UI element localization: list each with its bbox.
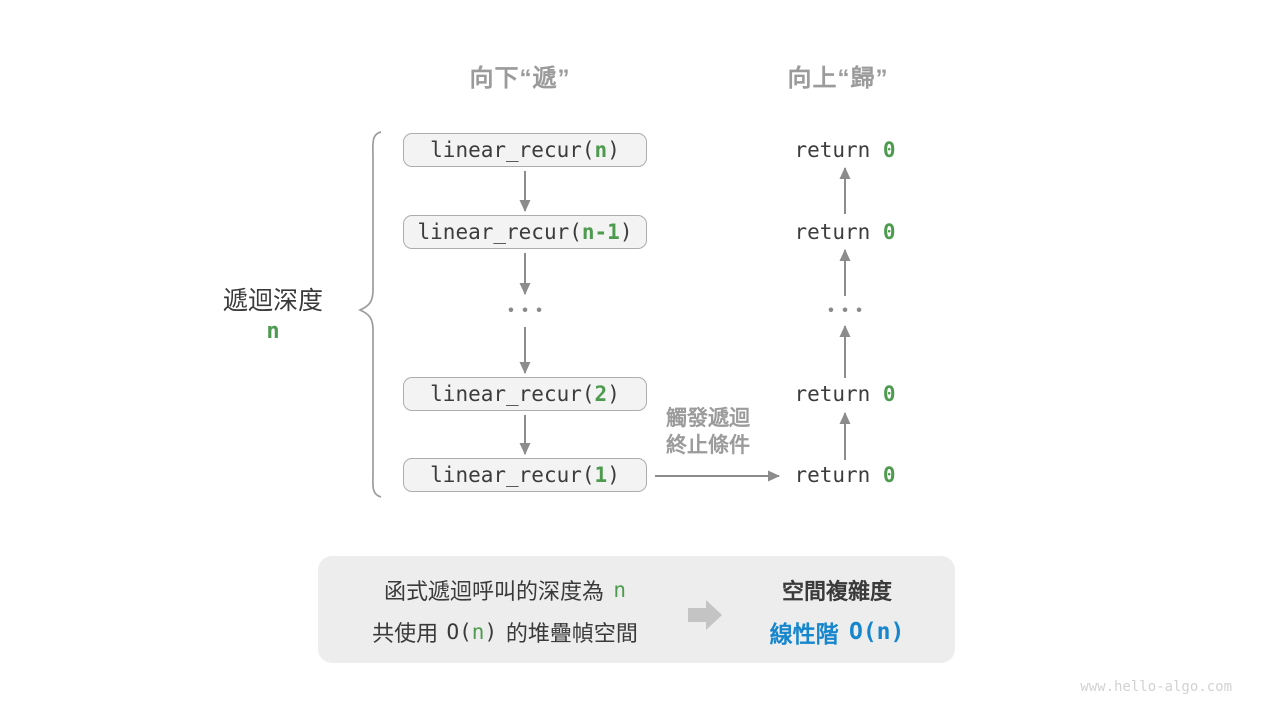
return-keyword: return: [794, 382, 871, 406]
recursion-depth-value: n: [266, 319, 280, 344]
big-o-var: n: [471, 620, 485, 644]
return-value: 0: [882, 382, 896, 406]
stack-ellipsis: • • •: [508, 302, 544, 319]
return-ellipsis: • • •: [828, 302, 864, 319]
code-arg: 1: [594, 463, 608, 487]
depth-brace: [357, 131, 382, 498]
call-box-linear-recur-1: linear_recur(1): [403, 458, 647, 492]
call-box-linear-recur-n: linear_recur(n): [403, 133, 647, 167]
code-text: linear_recur(: [417, 220, 582, 244]
site-watermark: www.hello-algo.com: [1080, 679, 1232, 695]
base-case-label: 觸發遞迴 終止條件: [666, 405, 750, 459]
return-statement: return 0: [794, 381, 895, 407]
return-statement: return 0: [794, 219, 895, 245]
code-text: ): [607, 463, 620, 487]
return-keyword: return: [794, 220, 871, 244]
return-value: 0: [882, 220, 896, 244]
code-text: ): [619, 220, 633, 244]
base-case-line1: 觸發遞迴: [666, 407, 750, 430]
return-keyword: return: [794, 138, 871, 162]
complexity-big-o: O(n): [848, 619, 905, 645]
space-complexity-value: 線性階 O(n): [770, 617, 905, 647]
code-text: linear_recur(: [430, 382, 595, 406]
code-arg: n: [594, 138, 608, 162]
code-text: linear_recur(: [430, 463, 595, 487]
big-o-close: ): [484, 620, 498, 644]
return-value: 0: [882, 463, 896, 487]
return-value: 0: [882, 138, 896, 162]
call-box-linear-recur-n-1: linear_recur(n-1): [403, 215, 647, 249]
return-keyword: return: [794, 463, 871, 487]
space-complexity-title: 空間複雜度: [781, 579, 893, 604]
recursion-depth-label: 遞迴深度: [222, 287, 324, 315]
summary-space-post: 的堆疊幀空間: [505, 621, 638, 646]
summary-space-pre: 共使用: [372, 621, 439, 646]
ascend-header: 向上“歸”: [787, 65, 889, 92]
base-case-line2: 終止條件: [666, 434, 750, 457]
complexity-order-label: 線性階: [769, 621, 839, 647]
descend-header: 向下“遞”: [469, 65, 571, 92]
summary-depth-var: n: [613, 578, 627, 602]
summary-space-line: 共使用 O(n) 的堆疊幀空間: [372, 618, 638, 646]
code-text: ): [607, 382, 620, 406]
return-statement: return 0: [794, 462, 895, 488]
right-block-arrow-icon: [688, 600, 722, 630]
return-statement: return 0: [794, 137, 895, 163]
big-o-open: O(: [446, 620, 472, 644]
call-box-linear-recur-2: linear_recur(2): [403, 377, 647, 411]
code-arg: 2: [594, 382, 608, 406]
code-text: ): [607, 138, 620, 162]
summary-depth-text: 函式遞迴呼叫的深度為: [383, 579, 604, 604]
summary-depth-line: 函式遞迴呼叫的深度為 n: [384, 576, 626, 604]
code-text: linear_recur(: [430, 138, 595, 162]
code-arg: n-1: [581, 220, 620, 244]
